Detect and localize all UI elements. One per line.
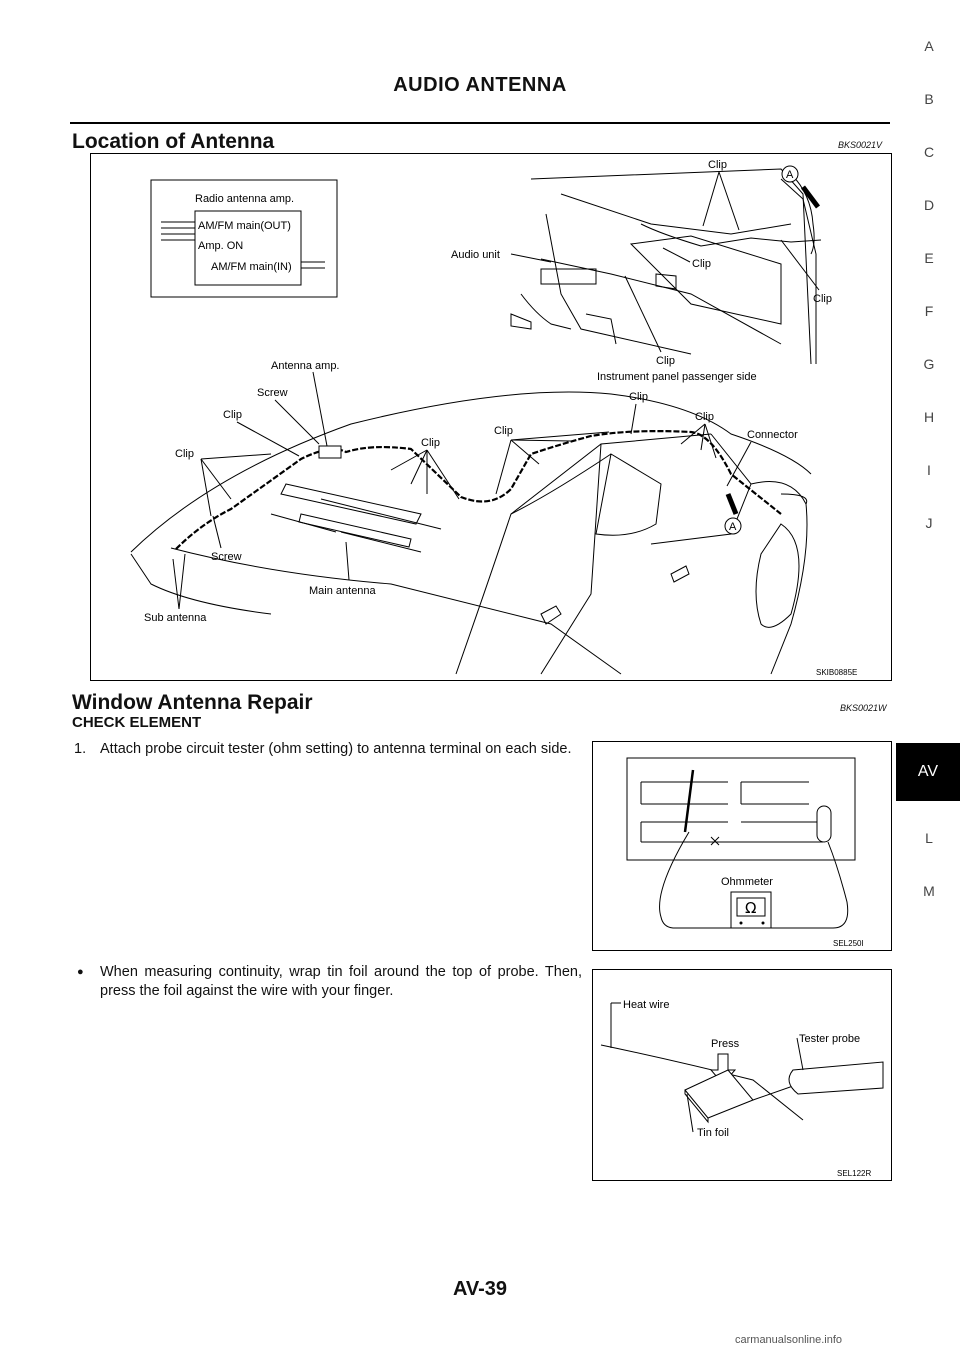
side-index-a[interactable]: A xyxy=(924,38,934,54)
ohmmeter-figure: Ω Ohmmeter SEL250I xyxy=(592,741,892,951)
side-index-l[interactable]: L xyxy=(925,830,933,846)
main-antenna-label: Main antenna xyxy=(309,585,377,597)
clip-label-center: Clip xyxy=(421,437,440,449)
sub-antenna-label: Sub antenna xyxy=(144,612,207,624)
check-element-heading: CHECK ELEMENT xyxy=(72,714,202,731)
clip-label-roof: Clip xyxy=(629,391,648,403)
side-index-m[interactable]: M xyxy=(923,883,935,899)
side-index-av-active[interactable]: AV xyxy=(896,743,960,801)
clip-label-center-right: Clip xyxy=(494,425,513,437)
clip-label-mid: Clip xyxy=(692,258,711,270)
inset-title: Radio antenna amp. xyxy=(195,193,294,205)
side-index-g[interactable]: G xyxy=(923,356,935,372)
clip-label-right: Clip xyxy=(813,293,832,305)
step-1-text: Attach probe circuit tester (ohm setting… xyxy=(100,741,572,757)
section-code-repair: BKS0021W xyxy=(840,703,887,713)
tin-foil-label: Tin foil xyxy=(697,1127,729,1139)
clip-label-top: Clip xyxy=(708,159,727,171)
tester-probe-label: Tester probe xyxy=(799,1033,860,1045)
screw-label-top: Screw xyxy=(257,387,288,399)
section-title-location: Location of Antenna xyxy=(72,130,275,153)
press-label: Press xyxy=(711,1038,740,1050)
side-index-d[interactable]: D xyxy=(923,197,935,213)
page-number: AV-39 xyxy=(452,1278,508,1300)
heat-wire-label: Heat wire xyxy=(623,999,669,1011)
figure-ref-sel250i: SEL250I xyxy=(833,939,864,948)
side-index-i[interactable]: I xyxy=(927,462,931,478)
instrument-panel-label: Instrument panel passenger side xyxy=(597,371,757,383)
page-header: AUDIO ANTENNA xyxy=(393,74,567,96)
figure-ref-skib0885e: SKIB0885E xyxy=(816,668,857,677)
connector-label: Connector xyxy=(747,429,798,441)
dashboard-sketch xyxy=(510,168,822,365)
side-index-c[interactable]: C xyxy=(923,144,935,160)
clip-label-lower: Clip xyxy=(656,355,675,367)
figure-ref-sel122r: SEL122R xyxy=(837,1169,871,1178)
bullet-icon: ● xyxy=(77,966,84,978)
header-rule xyxy=(70,122,890,124)
bullet-text: When measuring continuity, wrap tin foil… xyxy=(100,964,582,999)
inset-label-amp-on: Amp. ON xyxy=(198,240,243,252)
watermark: carmanualsonline.info xyxy=(735,1334,843,1346)
side-index-h[interactable]: H xyxy=(923,409,935,425)
side-index-j[interactable]: J xyxy=(925,515,933,531)
side-index-e[interactable]: E xyxy=(924,250,934,266)
screw-label-bottom: Screw xyxy=(211,551,242,563)
ohm-symbol-icon: Ω xyxy=(745,899,756,917)
inset-label-out: AM/FM main(OUT) xyxy=(198,220,291,232)
section-code-location: BKS0021V xyxy=(838,140,883,150)
clip-label-left: Clip xyxy=(175,448,194,460)
ohmmeter-label: Ohmmeter xyxy=(721,876,773,888)
side-index-b[interactable]: B xyxy=(924,91,934,107)
marker-a-bottom: A xyxy=(729,521,737,533)
inset-label-in: AM/FM main(IN) xyxy=(211,261,292,273)
section-title-repair: Window Antenna Repair xyxy=(72,691,313,714)
car-body-sketch xyxy=(130,391,812,675)
marker-a-top: A xyxy=(786,169,794,181)
clip-label-roof-right: Clip xyxy=(695,411,714,423)
step-1-number: 1. xyxy=(74,741,87,757)
antenna-amp-label: Antenna amp. xyxy=(271,360,340,372)
side-index-f[interactable]: F xyxy=(924,303,934,319)
antenna-location-figure: Radio antenna amp. AM/FM main(OUT) Amp. … xyxy=(90,153,892,681)
audio-unit-label: Audio unit xyxy=(451,249,500,261)
tin-foil-figure: Heat wire Press Tester probe Tin foil SE… xyxy=(592,969,892,1181)
clip-label-left-upper: Clip xyxy=(223,409,242,421)
